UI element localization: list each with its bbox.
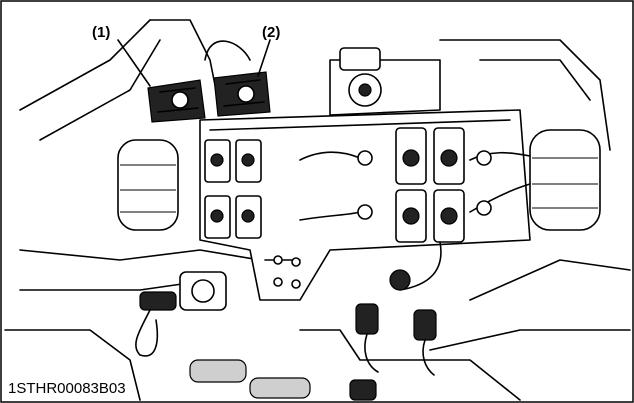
valve-block-left: [204, 139, 262, 239]
coupler-part-1: [147, 79, 206, 123]
callout-label-2: (2): [262, 24, 280, 41]
coupler-part-2: [213, 71, 271, 117]
valve-block-right: [395, 127, 465, 243]
hydraulic-lines: [204, 40, 531, 291]
top-socket-bracket: [329, 47, 441, 116]
left-air-bellow: [117, 139, 179, 231]
callout-leaders: [117, 39, 271, 87]
right-air-bellow: [529, 129, 601, 231]
figure-id: 1STHR00083B03: [8, 380, 126, 397]
callout-label-1: (1): [92, 24, 110, 41]
lower-connectors: [135, 269, 521, 401]
